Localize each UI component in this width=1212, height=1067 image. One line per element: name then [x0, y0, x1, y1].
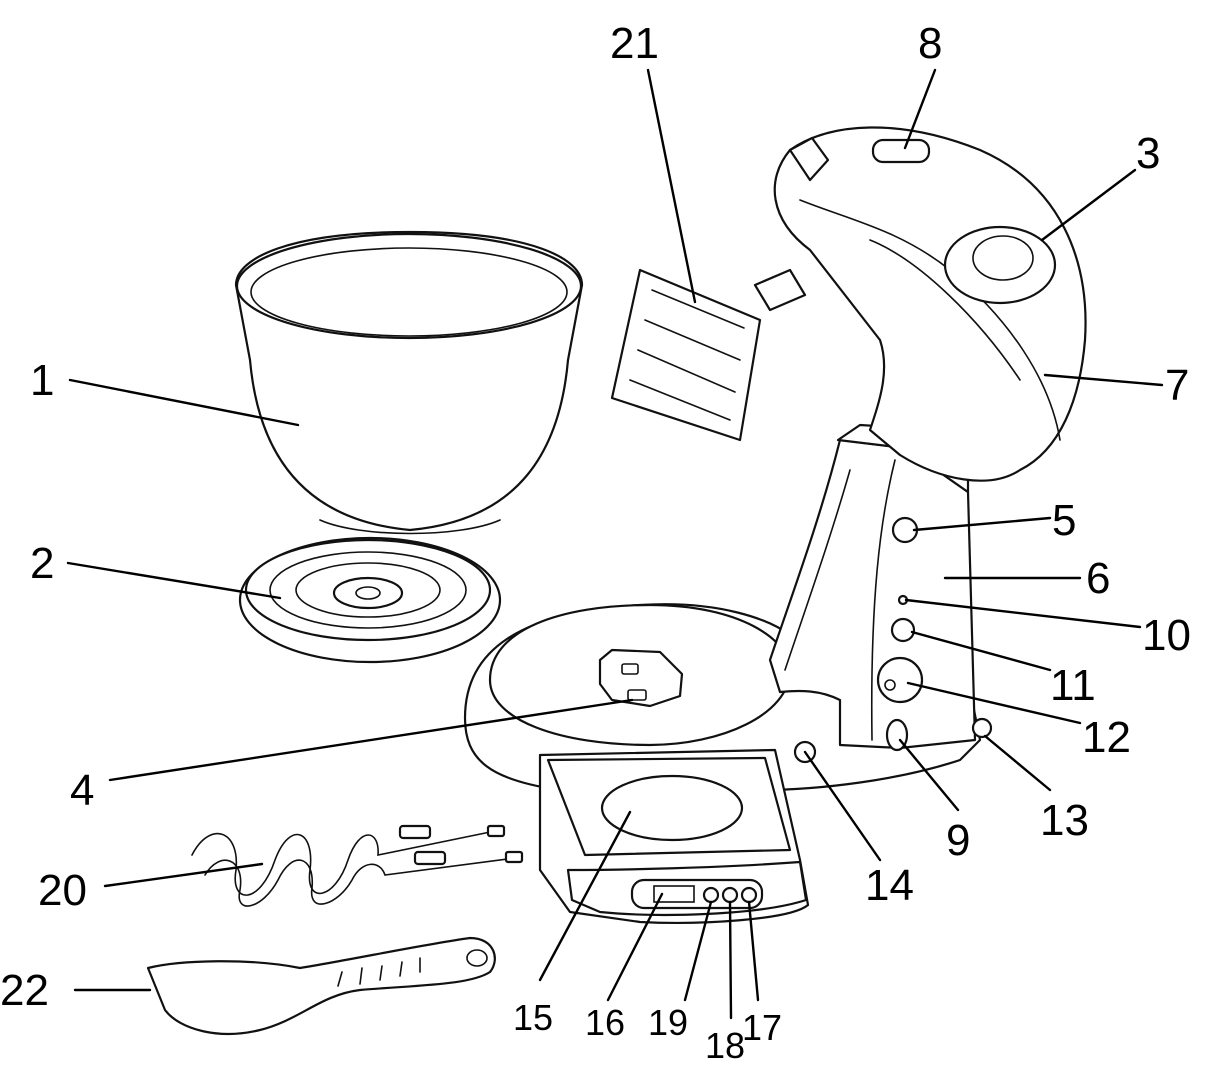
leader-4	[108, 698, 634, 782]
button-17	[740, 886, 758, 904]
callout-16: 16	[585, 1002, 625, 1043]
bowl-lock-socket	[598, 648, 684, 708]
weighing-platform	[600, 774, 744, 842]
callout-labels: 1 2 3 4 5 6 7 8 9 10 11 12 13 14 15 16 1…	[0, 19, 1191, 1066]
callout-22: 22	[0, 966, 49, 1015]
button-18	[721, 886, 739, 904]
leader-15	[538, 810, 632, 982]
leader-2	[66, 561, 282, 600]
beater-attachment	[610, 268, 807, 442]
leader-9	[898, 738, 960, 812]
spatula	[146, 936, 496, 1036]
leader-21	[646, 68, 697, 304]
callout-15: 15	[513, 997, 553, 1038]
leader-14	[803, 750, 882, 862]
callout-11: 11	[1050, 661, 1096, 710]
callout-19: 19	[648, 1002, 688, 1043]
hand-mixer-head	[773, 126, 1087, 482]
callout-7: 7	[1165, 361, 1189, 410]
callout-3: 3	[1136, 129, 1160, 178]
callout-9: 9	[946, 816, 970, 865]
leader-lines	[66, 68, 1164, 1020]
dough-hooks	[191, 824, 524, 907]
leader-13	[983, 734, 1052, 792]
callout-12: 12	[1082, 713, 1131, 762]
callout-13: 13	[1040, 796, 1089, 845]
rear-foot	[971, 717, 993, 739]
callout-6: 6	[1086, 554, 1110, 603]
callout-18: 18	[705, 1025, 745, 1066]
callout-2: 2	[30, 539, 54, 588]
stand-column	[768, 423, 977, 750]
leader-18	[728, 900, 733, 1020]
callout-14: 14	[865, 861, 914, 910]
leader-20	[103, 862, 264, 888]
lcd-display	[653, 885, 695, 903]
bowl-base-plate	[238, 536, 502, 664]
callout-20: 20	[38, 866, 87, 915]
speed-dial	[876, 656, 924, 704]
mixing-bowl	[234, 230, 584, 535]
leader-7	[1043, 373, 1164, 387]
leader-11	[910, 630, 1052, 672]
leader-12	[906, 681, 1082, 725]
leader-17	[747, 900, 760, 1002]
eject-button	[871, 138, 931, 164]
callout-4: 4	[70, 766, 94, 815]
leader-3	[1040, 168, 1137, 242]
leader-1	[68, 378, 300, 427]
leader-5	[912, 516, 1052, 532]
callout-5: 5	[1052, 496, 1076, 545]
callout-8: 8	[918, 19, 942, 68]
scale-tray	[538, 748, 810, 924]
callout-1: 1	[30, 356, 54, 405]
leader-19	[683, 900, 713, 1002]
leader-8	[903, 68, 937, 150]
small-knob	[890, 617, 916, 643]
callout-17: 17	[742, 1007, 782, 1048]
callout-10: 10	[1142, 611, 1191, 660]
leader-10	[904, 598, 1142, 629]
button-19	[702, 886, 720, 904]
leader-16	[606, 892, 664, 1002]
callout-21: 21	[610, 19, 659, 68]
